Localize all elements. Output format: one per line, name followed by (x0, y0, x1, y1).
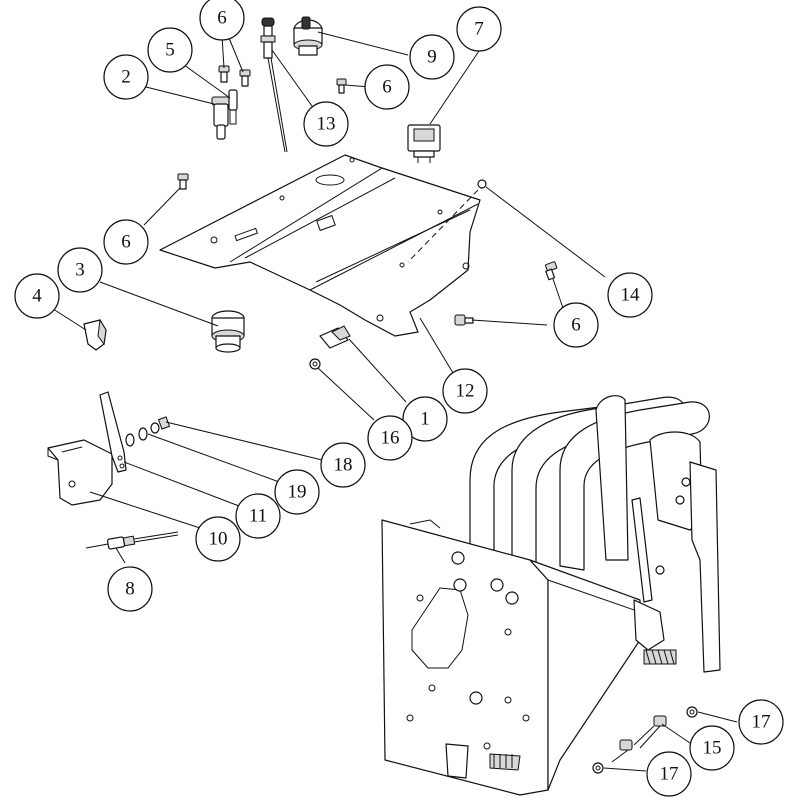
part-fuse (228, 89, 238, 125)
part-screw-top-left (218, 65, 230, 83)
callout-6-right-label: 6 (571, 315, 581, 336)
callout-8-label: 8 (125, 579, 135, 600)
callout-15: 15 (689, 725, 735, 771)
callout-15-label: 15 (703, 738, 722, 759)
part-cable-clamp (319, 325, 351, 349)
callout-2-label: 2 (121, 67, 131, 88)
callout-2: 2 (103, 54, 149, 100)
callout-9-label: 9 (427, 47, 437, 68)
callout-16: 16 (367, 415, 413, 461)
part-bolt (611, 715, 667, 763)
callout-6-right: 6 (553, 302, 599, 348)
callout-5-label: 5 (165, 40, 175, 61)
part-lock-cylinder (211, 310, 245, 353)
part-dash-panel (159, 154, 481, 337)
part-choke-cable (260, 17, 288, 153)
callout-17-lower-label: 17 (660, 764, 679, 785)
callout-13-label: 13 (317, 114, 336, 135)
callout-19: 19 (274, 469, 320, 515)
part-screw-mid (336, 78, 347, 94)
callout-10: 10 (195, 516, 241, 562)
callout-19-label: 19 (288, 482, 307, 503)
callout-14: 14 (607, 272, 653, 318)
callout-17-upper: 17 (738, 699, 784, 745)
callout-6-mid-label: 6 (382, 77, 392, 98)
part-nut-upper (686, 706, 698, 718)
callout-1-label: 1 (420, 409, 430, 430)
callout-6-top-label: 6 (217, 8, 227, 29)
part-washer-set (125, 416, 171, 447)
part-nut-lower (592, 762, 604, 774)
part-main-frame (381, 395, 721, 796)
part-throttle-cable (85, 531, 179, 550)
part-ignition-switch (293, 16, 323, 56)
part-screw-panel-left (177, 173, 189, 190)
leader-lines (49, 31, 738, 772)
callout-11: 11 (235, 493, 281, 539)
callout-1: 1 (402, 396, 448, 442)
callout-6-top: 6 (199, 0, 245, 41)
part-throttle-lever (99, 391, 127, 473)
callout-9: 9 (409, 34, 455, 80)
callout-16-label: 16 (381, 428, 400, 449)
callout-10-label: 10 (209, 529, 228, 550)
callout-6-left: 6 (103, 219, 149, 265)
callout-7: 7 (456, 6, 502, 52)
part-screw-panel-right-lower (454, 314, 474, 326)
part-screw-panel-right-upper (545, 261, 558, 281)
callout-5: 5 (147, 27, 193, 73)
callout-18-label: 18 (334, 455, 353, 476)
callout-11-label: 11 (249, 506, 267, 527)
part-screw-top-right (239, 69, 251, 87)
part-throttle-knob (83, 318, 107, 351)
callout-4: 4 (14, 273, 60, 319)
callout-8: 8 (107, 566, 153, 612)
part-nut-small (309, 358, 321, 370)
callout-14-label: 14 (621, 285, 641, 306)
callout-4-label: 4 (32, 286, 42, 307)
callout-13: 13 (303, 101, 349, 147)
callout-17-upper-label: 17 (752, 712, 771, 733)
callout-12-label: 12 (456, 381, 475, 402)
callout-6-left-label: 6 (121, 232, 131, 253)
callout-6-mid: 6 (364, 64, 410, 110)
callout-3: 3 (57, 247, 103, 293)
part-fuse-holder (211, 96, 231, 140)
callout-18: 18 (320, 442, 366, 488)
part-throttle-bracket (47, 439, 113, 506)
callout-7-label: 7 (474, 19, 484, 40)
part-rocker-switch (407, 124, 441, 163)
callout-12: 12 (442, 368, 488, 414)
callout-17-lower: 17 (646, 751, 692, 797)
callout-3-label: 3 (75, 260, 85, 281)
part-panel-pin (407, 179, 487, 263)
